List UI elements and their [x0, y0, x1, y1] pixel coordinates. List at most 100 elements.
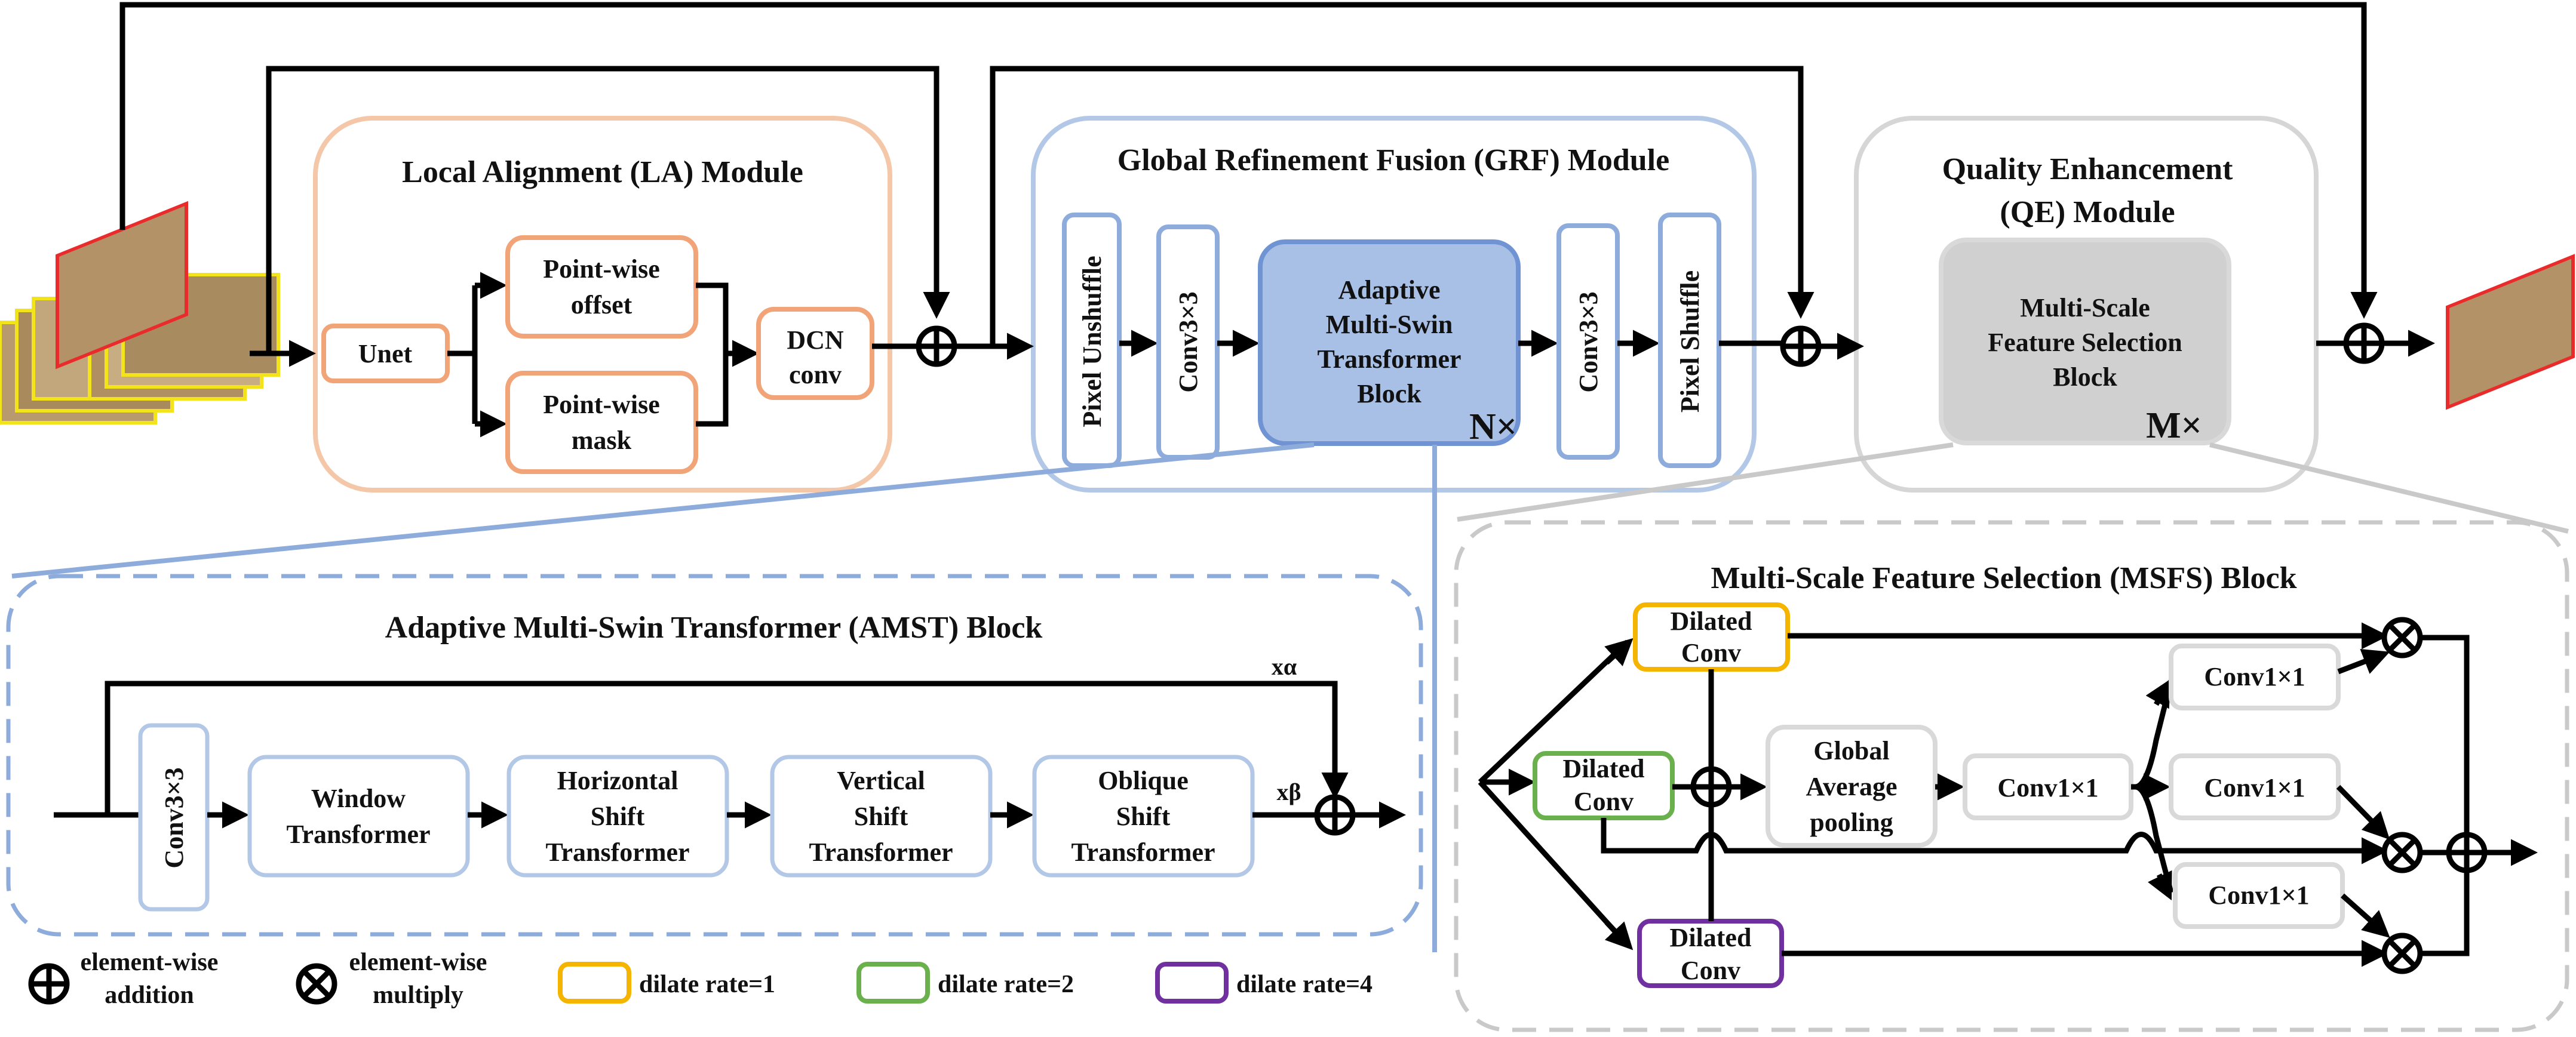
- hshift-label-l2: Shift: [591, 802, 645, 831]
- conv1x1-top-box: [2169, 644, 2341, 710]
- offset-label-l1: Point-wise: [543, 254, 660, 284]
- mask-label-l1: Point-wise: [543, 390, 660, 419]
- m-times-label: M×: [2146, 405, 2202, 446]
- dcn-label-l2: conv: [789, 360, 842, 389]
- convbot-to-mul-arrow: [2341, 893, 2390, 938]
- mid-to-mul-arrow: [1601, 818, 2388, 864]
- amst-detail-title: Adaptive Multi-Swin Transformer (AMST) B…: [385, 611, 1043, 645]
- grf-module-container: [1031, 116, 1757, 493]
- dcn-label-l1: DCN: [787, 325, 844, 355]
- multiply-operator-mid: [2381, 832, 2423, 873]
- amst-block-l3: Transformer: [1317, 344, 1461, 374]
- legend-mul-l1: element-wise: [349, 949, 487, 976]
- amst-zoom-connector: [11, 442, 1315, 578]
- global-skip-line: [119, 2, 2378, 319]
- vshift-label-l2: Shift: [854, 802, 908, 831]
- qe-module-title-line2: (QE) Module: [2000, 195, 2175, 229]
- msfs-zoom-connector-right: [2209, 442, 2569, 534]
- pixel-shuffle-label: Pixel Shuffle: [1675, 270, 1705, 413]
- msfs-block-l2: Feature Selection: [1988, 328, 2182, 357]
- dil-bot-l1: Dilated: [1670, 923, 1752, 952]
- merge-lines: [696, 282, 729, 427]
- legend-add-l2: addition: [105, 981, 194, 1009]
- amst-block-l1: Adaptive: [1338, 275, 1440, 304]
- multiply-operator-bot: [2381, 933, 2423, 974]
- hshift-label-l3: Transformer: [545, 838, 689, 867]
- unet-label: Unet: [358, 339, 413, 368]
- window-transformer-box: [247, 755, 470, 878]
- amst-block-l2: Multi-Swin: [1326, 310, 1453, 339]
- legend-add-l1: element-wise: [81, 949, 219, 976]
- mask-label-l2: mask: [572, 426, 632, 455]
- dcn-conv-box: [756, 307, 874, 400]
- dil-bot-l2: Conv: [1681, 956, 1740, 985]
- fan-to-top-arrow: [1604, 638, 1634, 666]
- pixel-unshuffle-label: Pixel Unshuffle: [1077, 256, 1107, 427]
- msfs-addition-operator: [1690, 766, 1732, 808]
- oshift-label-l3: Transformer: [1071, 838, 1215, 867]
- gap-l2: Average: [1806, 772, 1897, 801]
- amst-conv3x3-label: Conv3×3: [159, 767, 189, 868]
- la-module-title: Local Alignment (LA) Module: [402, 155, 803, 189]
- vshift-label-l1: Vertical: [837, 766, 925, 795]
- pointwise-offset-box: [505, 235, 698, 339]
- dil-mid-l2: Conv: [1574, 787, 1634, 816]
- legend-addition-icon: [28, 963, 70, 1005]
- conv-top-label: Conv1×1: [2204, 662, 2305, 691]
- amst-addition-operator: [1314, 794, 1356, 836]
- msfs-zoom-connector-left: [1457, 442, 1954, 522]
- output-frame: [2446, 254, 2575, 410]
- legend-dilate2-label: dilate rate=2: [938, 971, 1074, 998]
- conv-mid-label: Conv1×1: [2204, 773, 2305, 802]
- conv3x3-b-label: Conv3×3: [1574, 291, 1603, 392]
- dil-top-l2: Conv: [1681, 638, 1741, 667]
- dil-mid-l1: Dilated: [1563, 754, 1645, 783]
- dil-top-l1: Dilated: [1671, 607, 1752, 636]
- amst-block-l4: Block: [1357, 379, 1421, 408]
- window-label-l2: Transformer: [286, 820, 430, 849]
- grf-skip-line: [990, 66, 1814, 346]
- qe-module-title-line1: Quality Enhancement: [1942, 152, 2233, 186]
- addition-operator-3: [2343, 322, 2385, 364]
- unet-branch-lines: [447, 285, 478, 424]
- addition-operator-1: [916, 325, 957, 367]
- gap-l3: pooling: [1810, 808, 1893, 837]
- grf-module-title: Global Refinement Fusion (GRF) Module: [1117, 143, 1669, 177]
- msfs-detail-panel: [1454, 520, 2569, 1032]
- msfs-block-box: [1939, 238, 2231, 445]
- legend-mul-l2: multiply: [373, 981, 463, 1009]
- oshift-label-l2: Shift: [1116, 802, 1171, 831]
- split-lines: [2131, 679, 2174, 894]
- qe-module-container: [1854, 116, 2319, 493]
- convmid-to-mul-arrow: [2336, 784, 2390, 840]
- conv3x3-a-label: Conv3×3: [1174, 291, 1203, 392]
- conv-center-label: Conv1×1: [1997, 773, 2098, 802]
- msfs-final-addition-operator: [2446, 832, 2488, 873]
- legend: element-wise addition element-wise multi…: [28, 949, 1373, 1009]
- vshift-label-l3: Transformer: [809, 838, 953, 867]
- convtop-to-mul-arrow: [2337, 648, 2390, 675]
- msfs-block-l1: Multi-Scale: [2020, 293, 2150, 322]
- fan-to-bot-arrow: [1604, 920, 1634, 950]
- split-to-top-arrow: [2145, 679, 2171, 709]
- pixel-shuffle-box: [1658, 213, 1721, 468]
- gap-l1: Global: [1813, 736, 1889, 765]
- legend-multiply-icon: [296, 963, 337, 1005]
- beta-label: xβ: [1276, 778, 1301, 805]
- n-times-label: N×: [1469, 407, 1517, 447]
- split-to-bot-arrow: [2148, 870, 2172, 901]
- offset-label-l2: offset: [571, 290, 633, 319]
- alpha-label: xα: [1272, 653, 1297, 680]
- oshift-label-l1: Oblique: [1098, 766, 1189, 795]
- la-skip-line: [266, 66, 950, 352]
- legend-dilate1-label: dilate rate=1: [639, 971, 775, 998]
- pointwise-mask-box: [505, 371, 698, 474]
- conv-bot-label: Conv1×1: [2208, 881, 2309, 910]
- legend-dilate2-swatch: [856, 962, 930, 1004]
- hshift-label-l1: Horizontal: [557, 766, 678, 795]
- multiply-operator-top: [2381, 617, 2423, 658]
- msfs-detail-title: Multi-Scale Feature Selection (MSFS) Blo…: [1711, 561, 2296, 595]
- legend-dilate4-swatch: [1155, 962, 1229, 1004]
- window-label-l1: Window: [311, 784, 406, 813]
